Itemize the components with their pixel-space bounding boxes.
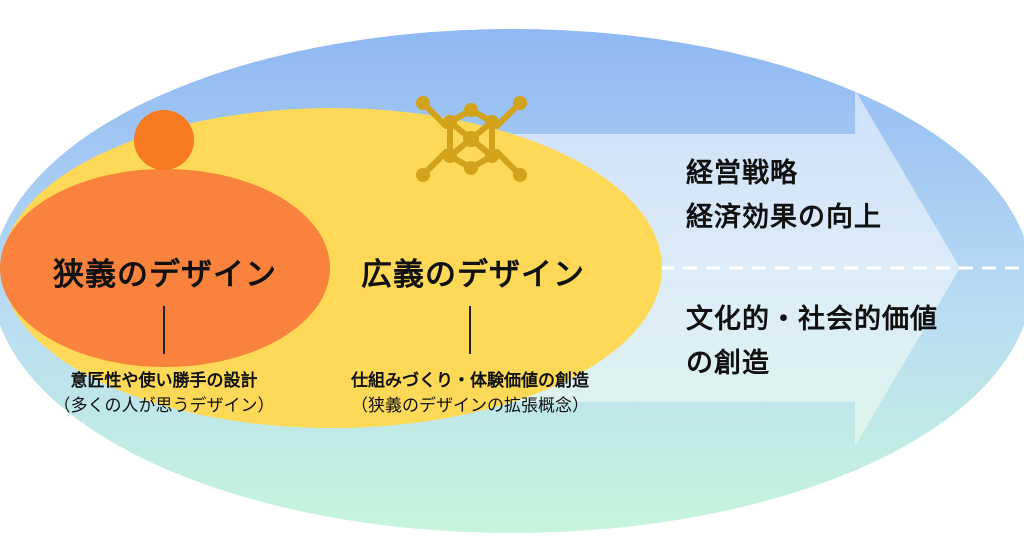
- narrow-design-note: （多くの人が思うデザイン）: [53, 396, 275, 416]
- outcome-lower-line2: の創造: [686, 348, 770, 379]
- broad-design-description: 仕組みづくり・体験価値の創造 （狭義のデザインの拡張概念）: [320, 369, 620, 419]
- molecule-network-icon: [416, 96, 527, 182]
- outcome-lower-line1: 文化的・社会的価値: [686, 304, 938, 335]
- broad-design-desc: 仕組みづくり・体験価値の創造: [351, 371, 589, 391]
- outcome-lower: 文化的・社会的価値 の創造: [686, 298, 938, 386]
- outcome-upper-line2: 経済効果の向上: [686, 202, 882, 233]
- narrow-design-description: 意匠性や使い勝手の設計 （多くの人が思うデザイン）: [24, 369, 304, 419]
- outcome-upper-line1: 経営戦略: [686, 158, 798, 189]
- narrow-design-title: 狭義のデザイン: [53, 257, 277, 293]
- narrow-design-desc: 意匠性や使い勝手の設計: [70, 371, 258, 391]
- outcome-upper: 経営戦略 経済効果の向上: [686, 152, 882, 240]
- broad-design-note: （狭義のデザインの拡張概念）: [351, 396, 589, 416]
- broad-design-title: 広義のデザイン: [361, 257, 585, 293]
- narrow-design-ellipse: [0, 169, 330, 367]
- circle-icon: [134, 110, 194, 170]
